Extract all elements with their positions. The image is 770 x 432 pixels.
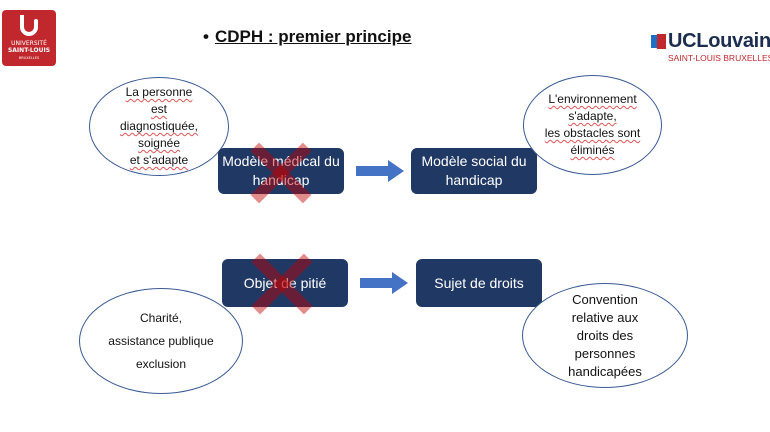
arrow-right-icon: [356, 160, 404, 182]
uclouvain-subtitle: SAINT-LOUIS BRUXELLES: [668, 53, 770, 63]
ellipse-charite: Charité, assistance publique exclusion: [79, 288, 243, 394]
ellipse-charite-text: Charité, assistance publique exclusion: [108, 310, 214, 371]
box-objet-de-pitie-text: Objet de pitié: [243, 274, 327, 291]
uclouvain-name: UCLouvain: [668, 30, 770, 52]
logo-line2: SAINT-LOUIS: [7, 47, 51, 54]
ellipse-environnement: L'environnement s'adapte, les obstacles …: [523, 75, 662, 175]
u-logo-icon: [20, 15, 38, 36]
box-modele-social-text: Modèle social du handicap: [421, 153, 527, 188]
bullet-icon: •: [203, 27, 209, 46]
box-objet-de-pitie: Objet de pitié: [222, 259, 348, 307]
logo-square-blue-icon: [651, 35, 658, 48]
slide-title-text: CDPH : premier principe: [214, 27, 412, 46]
box-modele-medical: Modèle médical du handicap: [218, 148, 344, 194]
ellipse-convention: Convention relative aux droits des perso…: [522, 283, 688, 388]
logo-square-red-icon: [657, 34, 666, 49]
box-modele-social: Modèle social du handicap: [411, 148, 537, 194]
universite-saint-louis-logo: UNIVERSITÉ SAINT-LOUIS BRUXELLES: [2, 10, 56, 66]
ellipse-diagnostiquee-text: La personne est diagnostiquée, soignée e…: [119, 85, 199, 167]
ellipse-convention-text: Convention relative aux droits des perso…: [568, 291, 642, 379]
ellipse-environnement-text: L'environnement s'adapte, les obstacles …: [544, 92, 641, 157]
logo-line1: UNIVERSITÉ: [11, 40, 47, 47]
uclouvain-logo: UCLouvain SAINT-LOUIS BRUXELLES: [648, 30, 770, 70]
box-sujet-de-droits-text: Sujet de droits: [434, 274, 524, 291]
box-modele-medical-text: Modèle médical du handicap: [222, 153, 340, 188]
logo-line3: BRUXELLES: [18, 56, 40, 60]
ellipse-diagnostiquee: La personne est diagnostiquée, soignée e…: [89, 77, 229, 176]
slide-title: • CDPH : premier principe: [203, 27, 411, 47]
box-sujet-de-droits: Sujet de droits: [416, 259, 542, 307]
arrow-right-icon: [360, 272, 408, 294]
